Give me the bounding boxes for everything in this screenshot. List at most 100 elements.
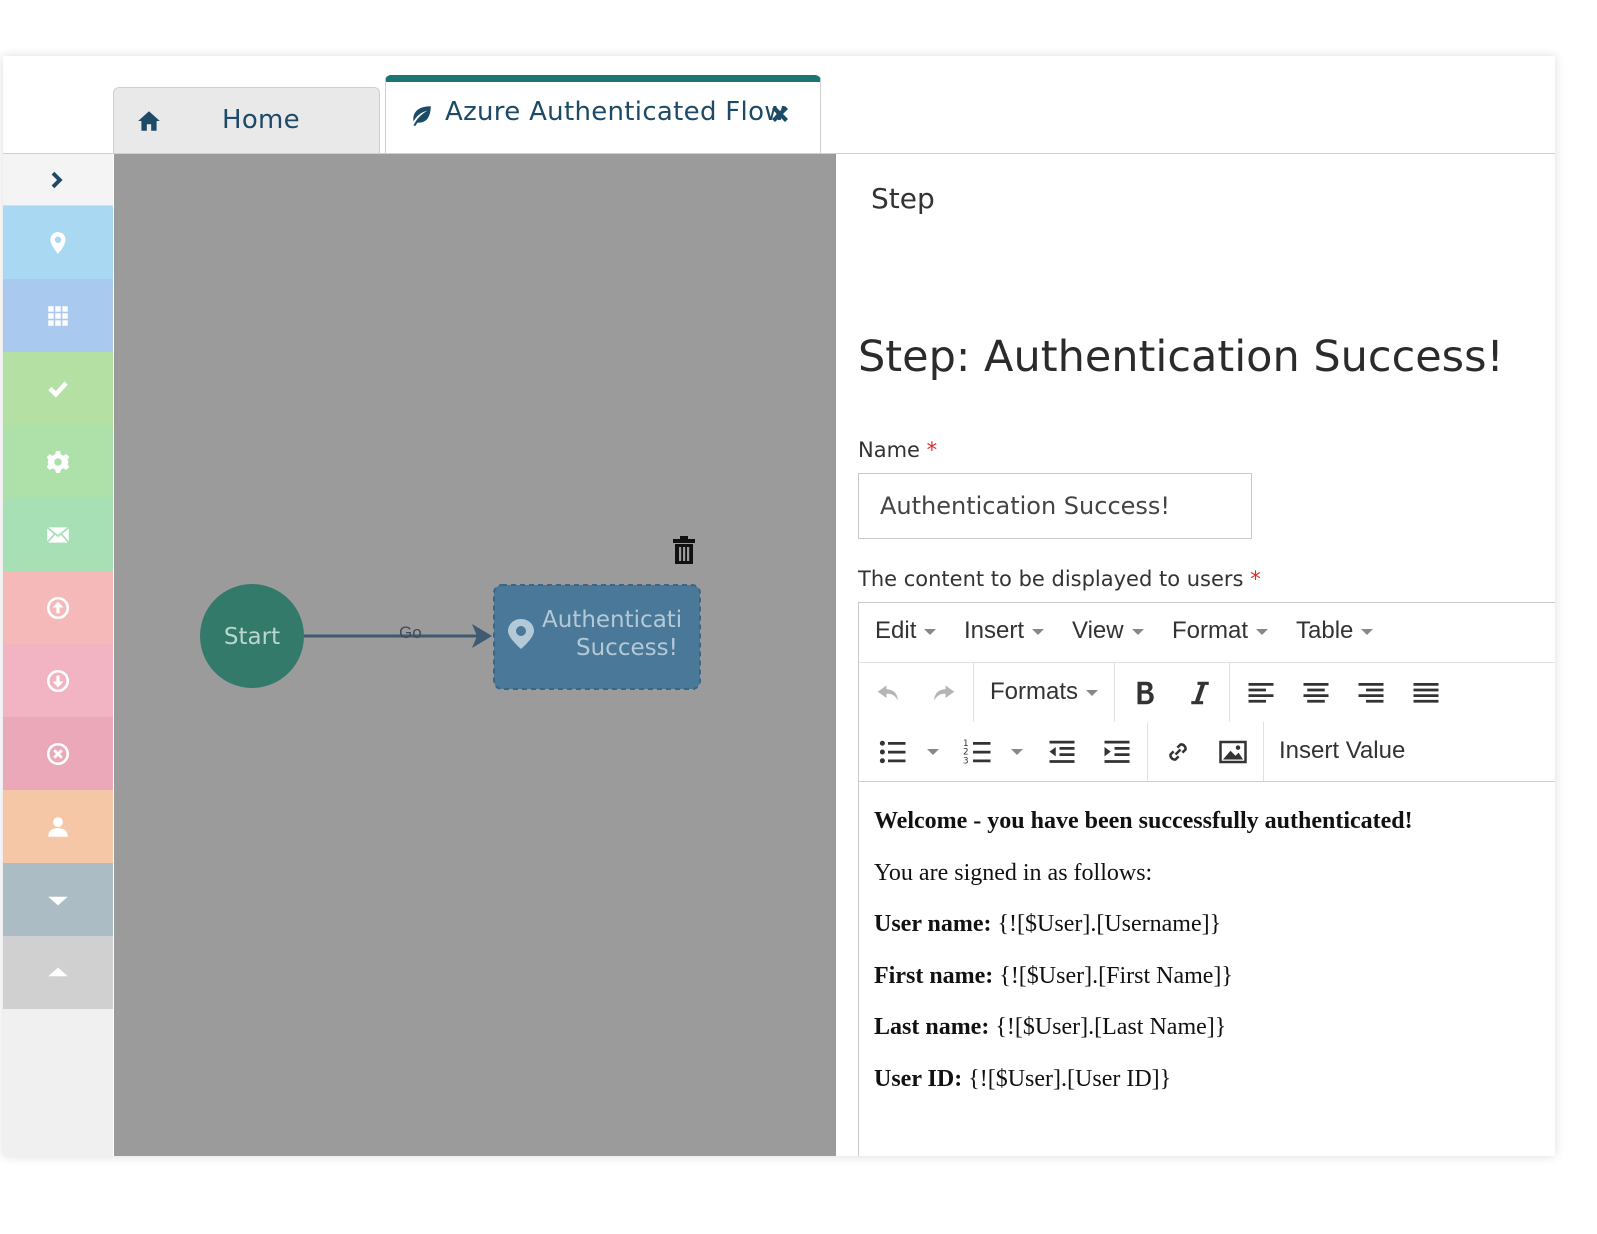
bold-icon [1137, 681, 1154, 705]
tool-grid-button[interactable] [3, 279, 113, 352]
name-field-label: Name * [858, 438, 937, 462]
align-right-icon [1358, 683, 1384, 703]
editor-menubar: Edit Insert View Format Table [859, 603, 1555, 663]
expand-toolbar-button[interactable] [3, 154, 113, 206]
redo-button[interactable] [925, 675, 961, 711]
tab-azure-authenticated-flow[interactable]: Azure Authenticated Flow [385, 75, 821, 155]
step-node-label-line2: Success! [576, 635, 678, 661]
chevron-down-icon [924, 628, 937, 635]
outdent-button[interactable] [1044, 734, 1080, 770]
step-properties-panel: Step Step: Authentication Success! Name … [836, 154, 1555, 1156]
content-row-user-id: User ID: {![$User].[User ID]} [874, 1061, 1554, 1113]
flow-diagram: Go Start Authenticati Success! [200, 536, 701, 690]
toolbar-separator [1114, 663, 1115, 722]
close-tab-icon[interactable] [768, 102, 792, 126]
menu-table[interactable]: Table [1296, 617, 1374, 645]
toolbar-separator [1229, 663, 1230, 722]
menu-format-label: Format [1172, 617, 1249, 644]
formats-dropdown[interactable]: Formats [990, 678, 1099, 706]
start-node[interactable] [200, 584, 304, 688]
menu-format[interactable]: Format [1172, 617, 1269, 645]
delete-step-icon[interactable] [673, 536, 695, 564]
name-field[interactable] [858, 473, 1252, 539]
menu-insert-label: Insert [964, 617, 1025, 644]
content-welcome: Welcome - you have been successfully aut… [874, 803, 1554, 855]
align-justify-icon [1413, 683, 1439, 703]
menu-insert[interactable]: Insert [964, 617, 1045, 645]
redo-icon [934, 685, 955, 701]
tab-home[interactable]: Home [113, 87, 380, 154]
indent-icon [1104, 740, 1130, 763]
italic-icon [1191, 681, 1209, 705]
insert-image-button[interactable] [1215, 734, 1251, 770]
content-row-first-name: First name: {![$User].[First Name]} [874, 958, 1554, 1010]
row-label: User ID: [874, 1065, 963, 1092]
row-value: {![$User].[User ID]} [968, 1065, 1172, 1092]
flow-canvas[interactable]: Go Start Authenticati Success! [114, 154, 836, 1156]
bullet-list-options-caret[interactable] [927, 749, 939, 755]
toolbar-separator [973, 663, 974, 722]
tool-download-button[interactable] [3, 644, 113, 717]
menu-view[interactable]: View [1072, 617, 1144, 645]
chevron-down-icon [1131, 628, 1144, 635]
italic-button[interactable] [1182, 675, 1218, 711]
bold-button[interactable] [1127, 675, 1163, 711]
tab-home-label: Home [222, 105, 300, 135]
chevron-right-icon [51, 171, 63, 188]
caret-down-icon [48, 896, 68, 905]
envelope-icon [46, 526, 70, 543]
step-toolbar [3, 154, 113, 1156]
indent-button[interactable] [1099, 734, 1135, 770]
caret-up-icon [48, 967, 68, 976]
tool-check-button[interactable] [3, 352, 113, 425]
page-title: Step: Authentication Success! [858, 332, 1504, 382]
content-label-text: The content to be displayed to users [858, 567, 1244, 591]
menu-edit[interactable]: Edit [875, 617, 937, 645]
row-label: Last name: [874, 1014, 990, 1040]
menu-view-label: View [1072, 617, 1124, 644]
map-marker-icon [508, 619, 534, 649]
editor-toolbar-row-1: Formats [859, 663, 1555, 722]
grid-icon [48, 305, 68, 326]
link-label: Go [399, 623, 422, 642]
row-value: {![$User].[Last Name]} [995, 1014, 1227, 1040]
app-frame: Home Azure Authenticated Flow [3, 56, 1555, 1156]
bullet-list-button[interactable] [875, 734, 911, 770]
circle-arrow-down-icon [46, 669, 70, 692]
tool-move-down-button[interactable] [3, 863, 113, 936]
align-left-icon [1248, 683, 1274, 703]
content-row-last-name: Last name: {![$User].[Last Name]} [874, 1009, 1554, 1061]
content-row-username: User name: {![$User].[Username]} [874, 906, 1554, 958]
user-icon [48, 816, 68, 837]
step-node-authentication-success[interactable] [493, 584, 701, 690]
gear-icon [46, 450, 70, 473]
tool-upload-button[interactable] [3, 571, 113, 644]
toolbar-separator [1147, 722, 1148, 781]
insert-link-button[interactable] [1160, 734, 1196, 770]
undo-button[interactable] [871, 675, 907, 711]
tool-user-button[interactable] [3, 790, 113, 863]
svg-text:2: 2 [963, 748, 969, 758]
tool-cancel-button[interactable] [3, 717, 113, 790]
tab-bar-divider [3, 153, 1555, 154]
align-justify-button[interactable] [1408, 675, 1444, 711]
formats-label: Formats [990, 678, 1079, 705]
numbered-list-options-caret[interactable] [1011, 749, 1023, 755]
image-icon [1219, 740, 1247, 764]
svg-text:1: 1 [963, 739, 969, 749]
editor-content[interactable]: Welcome - you have been successfully aut… [874, 803, 1554, 1112]
tab-flow-label: Azure Authenticated Flow [445, 97, 786, 127]
tool-move-up-button[interactable] [3, 936, 113, 1009]
svg-text:3: 3 [963, 756, 969, 766]
align-left-button[interactable] [1243, 675, 1279, 711]
align-center-icon [1303, 683, 1329, 703]
insert-value-button[interactable]: Insert Value [1279, 737, 1406, 764]
align-right-button[interactable] [1353, 675, 1389, 711]
tool-settings-button[interactable] [3, 425, 113, 498]
tool-location-button[interactable] [3, 206, 113, 279]
align-center-button[interactable] [1298, 675, 1334, 711]
rich-text-editor: Edit Insert View Format Table Formats [858, 602, 1555, 1156]
tool-email-button[interactable] [3, 498, 113, 571]
